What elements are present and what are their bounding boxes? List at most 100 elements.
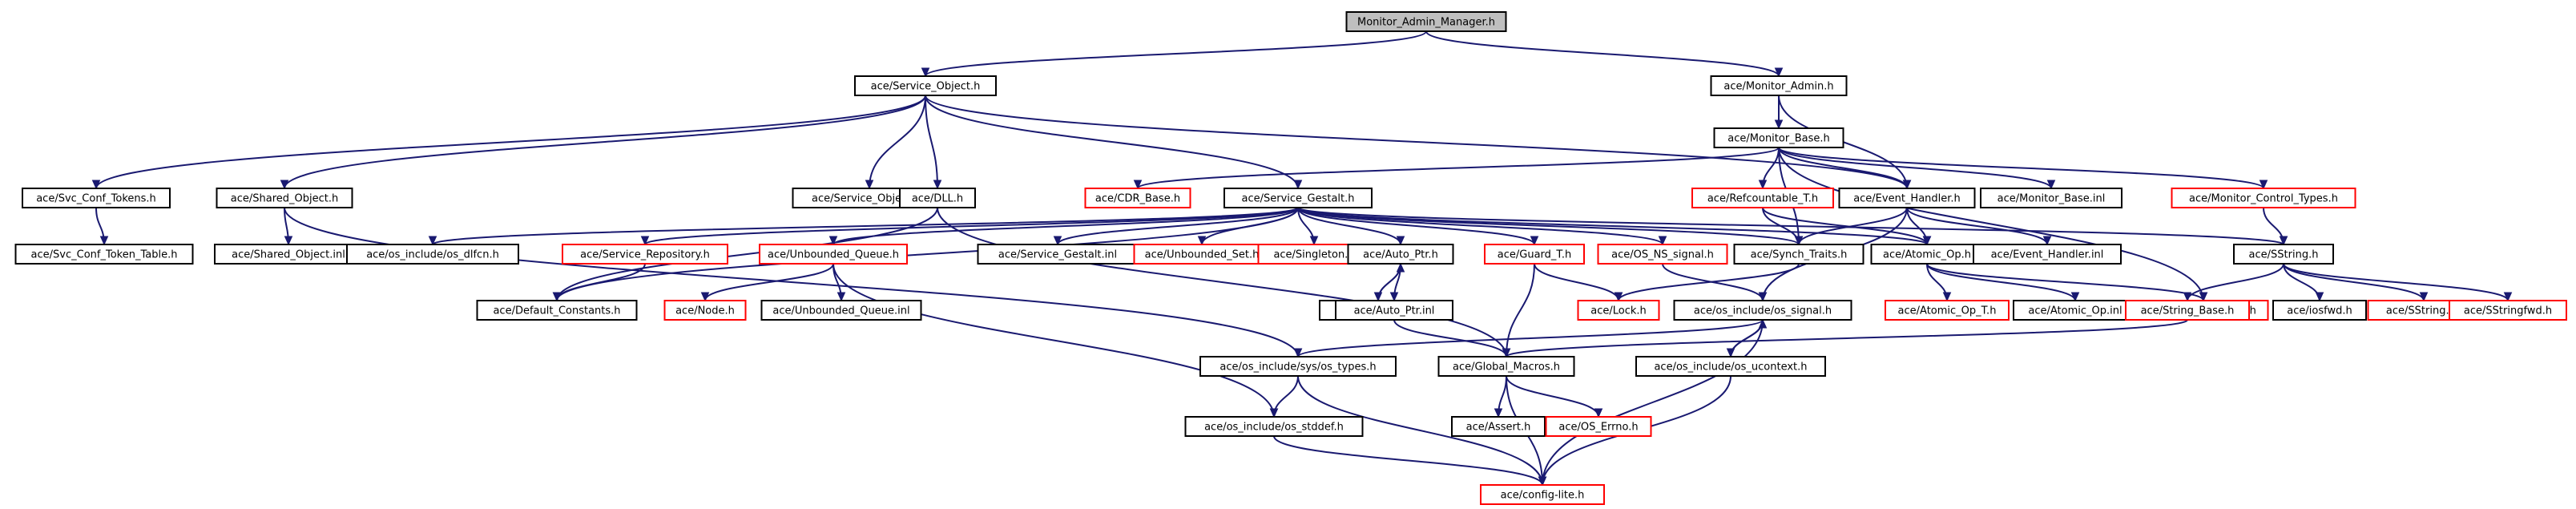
edge-n46-n49 — [1273, 435, 1547, 487]
node-ace-service-gestalt-inl[interactable]: ace/Service_Gestalt.inl — [977, 244, 1139, 265]
node-layer: Monitor_Admin_Manager.hace/Service_Objec… — [14, 11, 2567, 505]
node-ace-atomic-op-inl[interactable]: ace/Atomic_Op.inl — [2013, 300, 2138, 321]
node-ace-os-include-os-signal-h[interactable]: ace/os_include/os_signal.h — [1673, 300, 1852, 321]
node-label: ace/Monitor_Base.inl — [1998, 193, 2106, 205]
node-label: ace/CDR_Base.h — [1095, 193, 1180, 205]
node-ace-os-include-os-dlfcn-h[interactable]: ace/os_include/os_dlfcn.h — [346, 244, 519, 265]
node-box — [1199, 356, 1397, 377]
arrowhead-icon — [1774, 119, 1784, 130]
node-ace-default-constants-h[interactable]: ace/Default_Constants.h — [476, 300, 638, 321]
edge-line — [1297, 375, 1543, 486]
edge-n28-n39 — [2183, 263, 2284, 302]
node-ace-monitor-base-inl[interactable]: ace/Monitor_Base.inl — [1980, 188, 2122, 208]
edge-n26-n37 — [1926, 263, 2080, 302]
edge-n3-n13 — [1778, 147, 2268, 190]
edge-n44-n47 — [1494, 375, 1507, 418]
node-label: ace/Auto_Ptr.h — [1363, 249, 1438, 261]
node-ace-config-lite-h[interactable]: ace/config-lite.h — [1480, 484, 1605, 505]
node-ace-service-repository-h[interactable]: ace/Service_Repository.h — [562, 244, 728, 265]
node-label: ace/Atomic_Op_T.h — [1898, 305, 1997, 317]
node-ace-global-macros-h[interactable]: ace/Global_Macros.h — [1437, 356, 1575, 377]
node-ace-service-object-h[interactable]: ace/Service_Object.h — [854, 75, 997, 96]
node-ace-monitor-control-types-h[interactable]: ace/Monitor_Control_Types.h — [2171, 188, 2356, 208]
edge-line — [925, 95, 1908, 189]
node-ace-guard-t-h[interactable]: ace/Guard_T.h — [1484, 244, 1585, 265]
node-ace-string-base-h[interactable]: ace/String_Base.h — [2125, 300, 2250, 321]
node-ace-lock-h[interactable]: ace/Lock.h — [1577, 300, 1660, 321]
node-ace-dll-h[interactable]: ace/DLL.h — [899, 188, 976, 208]
arrowhead-icon — [1389, 292, 1399, 302]
edge-line — [925, 30, 1427, 77]
node-ace-sstringfwd-h[interactable]: ace/SStringfwd.h — [2449, 300, 2567, 321]
node-ace-node-h[interactable]: ace/Node.h — [663, 300, 747, 321]
node-ace-cdr-base-h[interactable]: ace/CDR_Base.h — [1084, 188, 1191, 208]
node-ace-monitor-base-h[interactable]: ace/Monitor_Base.h — [1713, 127, 1844, 148]
node-ace-svc-conf-token-table-h[interactable]: ace/Svc_Conf_Token_Table.h — [14, 244, 194, 265]
node-ace-os-include-os-stddef-h[interactable]: ace/os_include/os_stddef.h — [1184, 416, 1364, 437]
node-ace-shared-object-h[interactable]: ace/Shared_Object.h — [216, 188, 353, 208]
node-ace-synch-traits-h[interactable]: ace/Synch_Traits.h — [1733, 244, 1864, 265]
node-box — [1577, 300, 1660, 321]
node-ace-assert-h[interactable]: ace/Assert.h — [1451, 416, 1546, 437]
arrowhead-icon — [1293, 180, 1303, 190]
node-box — [14, 244, 194, 265]
node-ace-unbounded-queue-inl[interactable]: ace/Unbounded_Queue.inl — [760, 300, 922, 321]
node-ace-sstring-h[interactable]: ace/SString.h — [2233, 244, 2334, 265]
edge-line — [2263, 207, 2284, 245]
node-ace-refcountable-t-h[interactable]: ace/Refcountable_T.h — [1691, 188, 1834, 208]
edge-layer — [91, 30, 2513, 487]
edge-line — [1297, 207, 1928, 245]
node-label: ace/SStringfwd.h — [2464, 305, 2552, 317]
edge-line — [1273, 375, 1299, 418]
node-label: ace/OS_Errno.h — [1558, 422, 1638, 434]
edge-n44-n48 — [1506, 375, 1603, 418]
node-ace-atomic-op-h[interactable]: ace/Atomic_Op.h — [1870, 244, 1984, 265]
edge-n5-n15 — [284, 207, 293, 246]
arrowhead-icon — [1774, 67, 1784, 78]
edge-line — [1297, 207, 1800, 245]
node-box — [2171, 188, 2356, 208]
edge-n28-n42 — [2283, 263, 2513, 302]
node-ace-auto-ptr-h[interactable]: ace/Auto_Ptr.h — [1347, 244, 1454, 265]
node-ace-singleton-h[interactable]: ace/Singleton.h — [1257, 244, 1371, 265]
edge-n9-n17 — [640, 207, 1299, 246]
node-ace-os-errno-h[interactable]: ace/OS_Errno.h — [1545, 416, 1652, 437]
node-ace-event-handler-h[interactable]: ace/Event_Handler.h — [1838, 188, 1976, 208]
edge-n3-n12 — [1778, 147, 2056, 190]
node-ace-atomic-op-t-h[interactable]: ace/Atomic_Op_T.h — [1885, 300, 2010, 321]
arrowhead-icon — [1133, 180, 1143, 190]
arrowhead-icon — [1758, 318, 1768, 329]
edge-n43-n46 — [1269, 375, 1299, 418]
edge-n4-n14 — [95, 207, 109, 246]
node-ace-os-ns-signal-h[interactable]: ace/OS_NS_signal.h — [1597, 244, 1728, 265]
node-box — [1484, 244, 1585, 265]
edge-line — [1778, 147, 2052, 189]
edge-n28-n40 — [2283, 263, 2324, 302]
edge-line — [1906, 207, 2048, 245]
edge-n0-n1 — [921, 30, 1427, 78]
node-ace-sstring-inl[interactable]: ace/SString.inl — [2367, 300, 2481, 321]
node-ace-os-include-os-ucontext-h[interactable]: ace/os_include/os_ucontext.h — [1635, 356, 1826, 377]
edge-n9-n18 — [828, 207, 1299, 246]
node-ace-unbounded-set-h[interactable]: ace/Unbounded_Set.h — [1133, 244, 1271, 265]
node-ace-auto-ptr-inl[interactable]: ace/Auto_Ptr.inl — [1335, 300, 1453, 321]
edge-line — [1926, 263, 2076, 301]
node-ace-unbounded-queue-h[interactable]: ace/Unbounded_Queue.h — [759, 244, 908, 265]
node-ace-iosfwd-h[interactable]: ace/iosfwd.h — [2272, 300, 2367, 321]
node-ace-shared-object-inl[interactable]: ace/Shared_Object.inl — [214, 244, 363, 265]
node-box — [759, 244, 908, 265]
arrowhead-icon — [2279, 236, 2288, 246]
edge-n9-n25 — [1297, 207, 1804, 246]
arrowhead-icon — [91, 180, 101, 190]
node-ace-event-handler-inl[interactable]: ace/Event_Handler.inl — [1973, 244, 2122, 265]
edge-line — [704, 263, 834, 301]
edge-n9-n24 — [1297, 207, 1667, 246]
node-ace-monitor-admin-h[interactable]: ace/Monitor_Admin.h — [1710, 75, 1848, 96]
node-label: ace/OS_NS_signal.h — [1611, 249, 1714, 261]
edge-line — [1393, 319, 1507, 358]
node-ace-service-gestalt-h[interactable]: ace/Service_Gestalt.h — [1223, 188, 1373, 208]
node-box — [1597, 244, 1728, 265]
node-ace-svc-conf-tokens-h[interactable]: ace/Svc_Conf_Tokens.h — [22, 188, 171, 208]
node-ace-os-include-sys-os-types-h[interactable]: ace/os_include/sys/os_types.h — [1199, 356, 1397, 377]
